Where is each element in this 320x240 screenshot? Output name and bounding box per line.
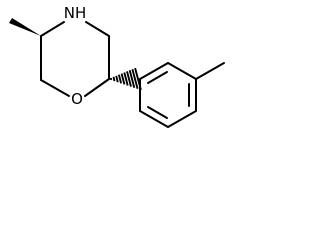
aryl-methyl-bond [195,62,225,80]
aryl-double-bond-inner-1 [147,71,168,84]
oxygen-label: O [71,90,83,108]
chemical-structure-diagram: NH O [9,4,225,128]
bond-c6-o1 [40,79,70,97]
aryl-double-bond-inner-3 [147,106,168,119]
wedge-bond-methyl [9,18,41,36]
bond-o1-c2 [84,78,110,97]
aryl-bond-2 [167,62,197,80]
hashed-wedge-bond-aryl [109,67,142,91]
aryl-bond-5 [139,110,169,128]
aryl-bond-4 [167,110,197,128]
aryl-bond-1 [139,62,169,80]
bond-c3-n4 [85,21,110,37]
bond-n4-c5 [40,21,65,37]
nitrogen-label: NH [64,4,87,22]
